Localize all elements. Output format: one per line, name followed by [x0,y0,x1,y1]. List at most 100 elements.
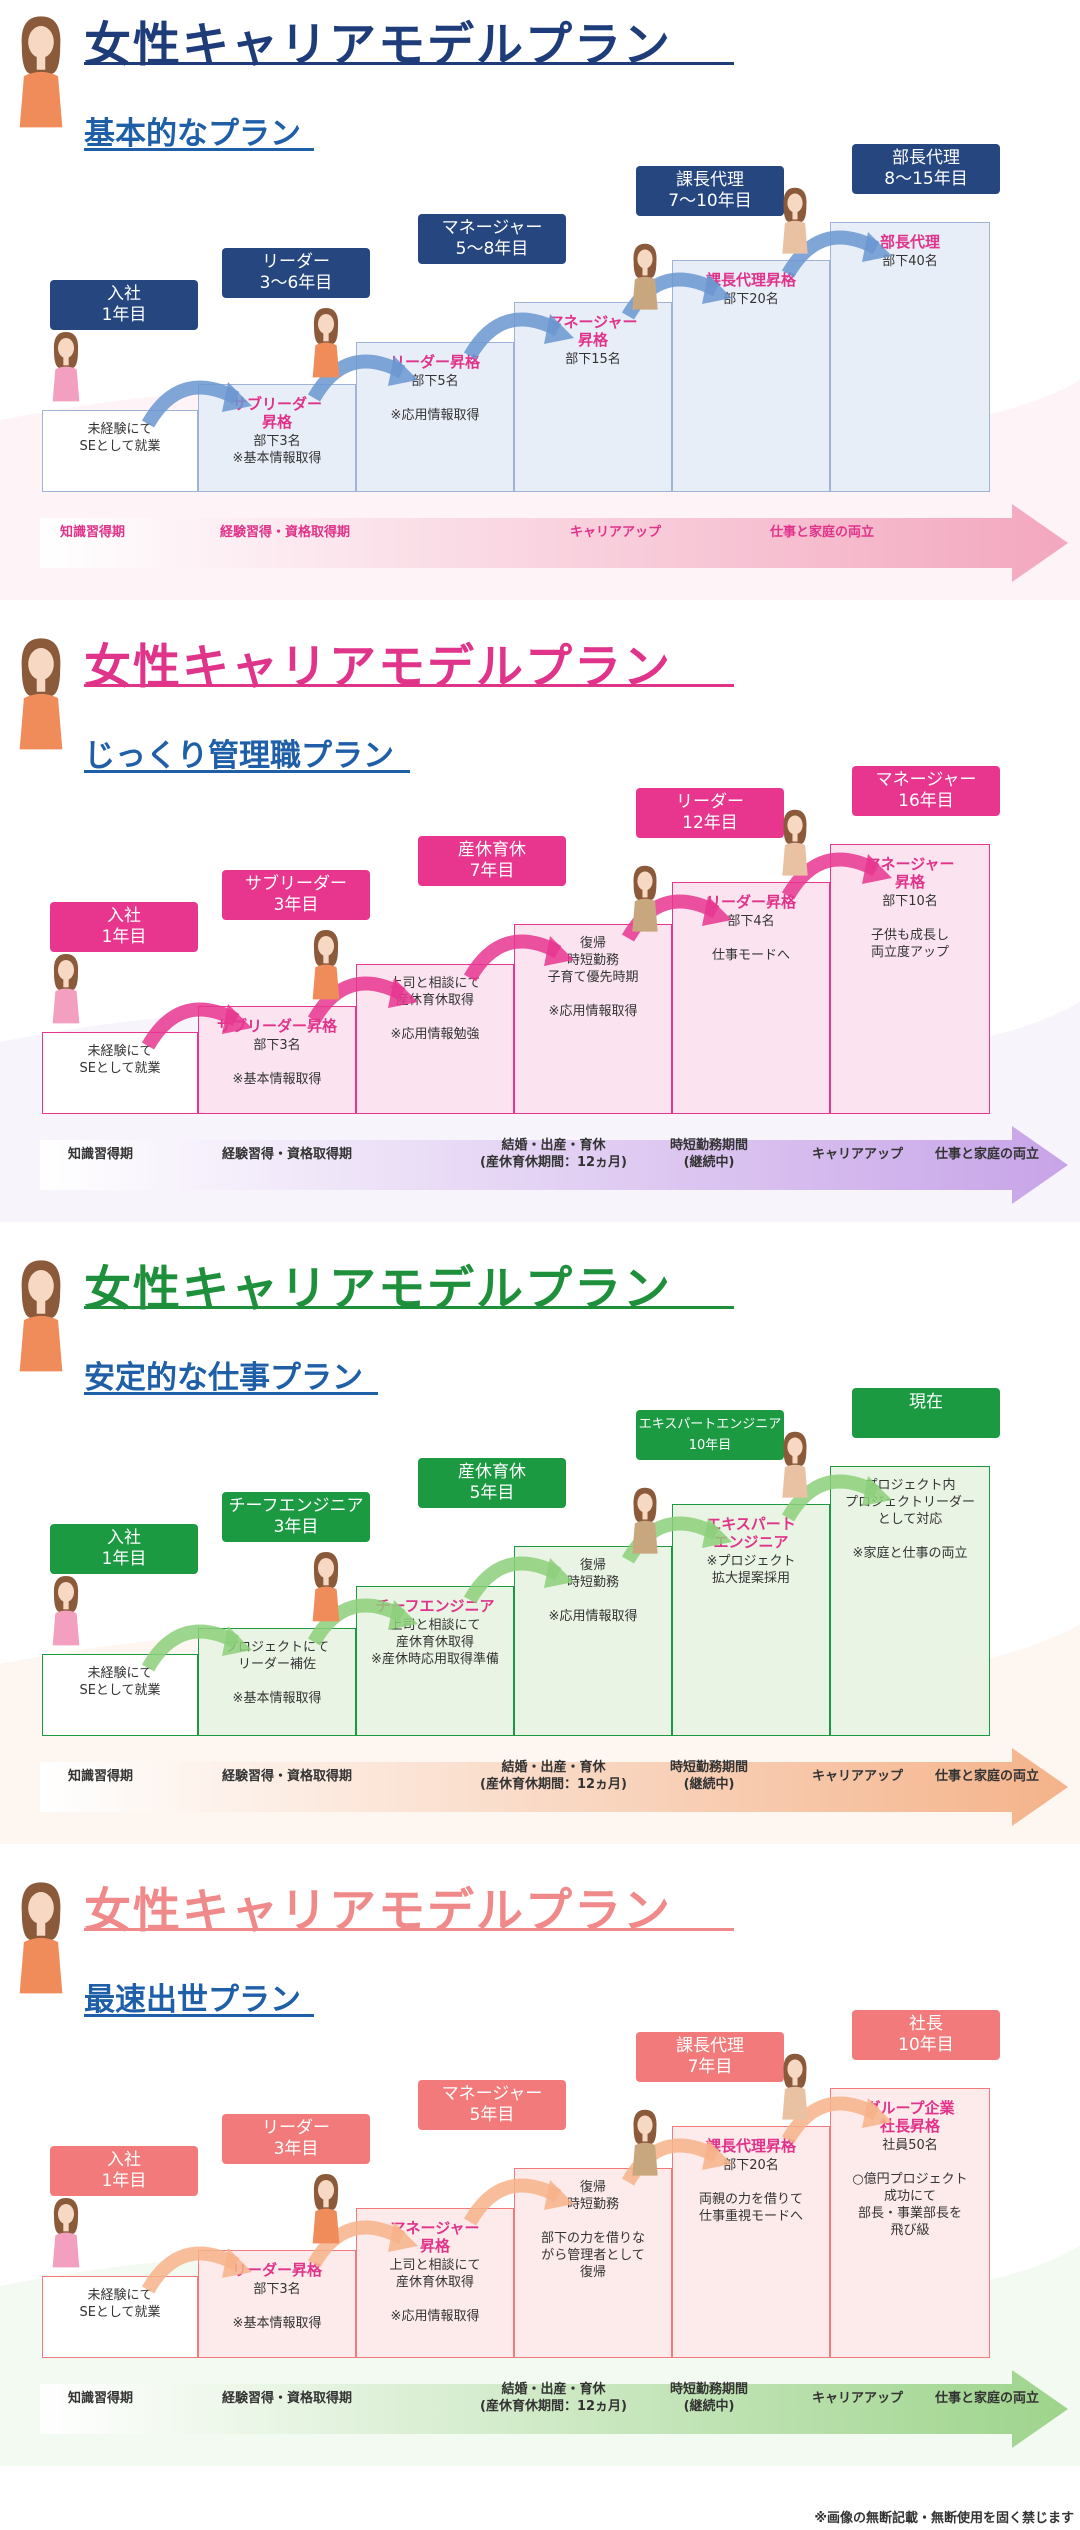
milestone-label: 課長代理 7年目 [636,2032,784,2082]
woman-figure-icon [782,187,808,254]
woman-illustration-icon [19,1882,63,1994]
career-step: 未経験にて SEとして就業 [42,2276,198,2358]
step-heading: マネージャー 昇格 [390,2219,480,2255]
career-step: エキスパート エンジニア※プロジェクト 拡大提案採用 [672,1504,830,1736]
progress-arc-icon [141,1624,252,1672]
milestone-label: チーフエンジニア 3年目 [222,1492,370,1542]
timeline-phase: 経験習得・資格取得期 [220,525,351,540]
woman-figure-icon [52,1576,80,1646]
step-detail: 復帰 時短勤務 部下の力を借りな がら管理者として 復帰 [540,2180,645,2280]
progress-arc-icon [141,380,252,428]
milestone-label: 産休育休 7年目 [418,836,566,886]
plan-panel: 女性キャリアモデルプランじっくり管理職プラン未経験にて SEとして就業サブリーダ… [0,622,1080,1222]
timeline-phase: 知識習得期 [68,1147,134,1162]
step-heading: サブリーダー昇格 [216,1017,337,1035]
woman-figure-icon [312,930,340,1000]
step-detail: 未経験にて SEとして就業 [79,1044,161,1076]
woman-illustration-icon [19,638,63,750]
step-heading: グループ企業 社長昇格 [865,2099,955,2135]
step-detail: 部下3名 ※基本情報取得 [232,2282,322,2331]
milestone-label: マネージャー 5～8年目 [418,214,566,264]
timeline-phase: キャリアアップ [812,2391,904,2406]
step-heading: リーダー昇格 [389,353,480,371]
woman-at-desk-icon [632,865,658,932]
step-heading: チーフエンジニア [375,1597,495,1615]
step-detail: 部下20名 両親の力を借りて 仕事重視モードへ [698,2158,803,2224]
step-detail: 部下5名 ※応用情報取得 [390,374,480,423]
timeline-phase: 仕事と家庭の両立 [770,525,875,540]
progress-arc-icon [781,230,892,278]
timeline-phase: 知識習得期 [68,1769,134,1784]
timeline-phase: 時短勤務期間 (継続中) [670,1138,749,1170]
step-detail: 部下15名 [565,352,621,367]
progress-arc-icon [463,312,574,360]
progress-arc-icon [141,1002,252,1050]
step-detail: 部下20名 [723,292,779,307]
woman-figure-icon [782,1431,808,1498]
step-detail: 未経験にて SEとして就業 [79,422,161,454]
timeline-phase: 経験習得・資格取得期 [222,2391,353,2406]
career-step: 復帰 時短勤務 ※応用情報取得 [514,1546,672,1736]
step-detail: 部下3名 ※基本情報取得 [232,1038,322,1087]
step-detail: 部下40名 [882,254,938,269]
timeline-phase: 仕事と家庭の両立 [935,2391,1040,2406]
step-detail: 未経験にて SEとして就業 [79,1666,161,1698]
plan-panel: 女性キャリアモデルプラン安定的な仕事プラン未経験にて SEとして就業プロジェクト… [0,1244,1080,1844]
woman-at-desk-icon [632,2109,658,2176]
step-detail: 上司と相談にて 産休育休取得 ※応用情報取得 [389,2258,481,2324]
step-heading: サブリーダー 昇格 [231,395,322,431]
milestone-label: 入社 1年目 [50,280,198,330]
career-step: 未経験にて SEとして就業 [42,1654,198,1736]
timeline-phase: 経験習得・資格取得期 [222,1769,353,1784]
woman-figure-icon [782,2053,808,2120]
progress-arc-icon [307,976,418,1024]
woman-figure-icon [52,332,80,402]
career-step: マネージャー 昇格部下15名 [514,302,672,492]
progress-arc-icon [781,2096,892,2144]
milestone-label: リーダー 12年目 [636,788,784,838]
milestone-label: マネージャー 16年目 [852,766,1000,816]
plan-subtitle: じっくり管理職プラン [84,738,394,774]
career-step: グループ企業 社長昇格社員50名 ○億円プロジェクト 成功にて 部長・事業部長を… [830,2088,990,2358]
progress-arc-icon [141,2246,252,2294]
plan-subtitle: 安定的な仕事プラン [84,1360,363,1396]
step-detail: 部下4名 仕事モードへ [711,914,790,963]
copyright-notice: ※画像の無断記載・無断使用を固く禁じます [814,2511,1074,2526]
step-heading: 課長代理昇格 [705,2137,796,2155]
milestone-label: マネージャー 5年目 [418,2080,566,2130]
title-underline [84,62,734,65]
progress-arc-icon [307,2220,418,2268]
title-underline [84,1928,734,1931]
plan-subtitle: 最速出世プラン [84,1982,301,2018]
timeline-phase: キャリアアップ [812,1147,904,1162]
progress-arc-icon [463,934,574,982]
timeline-phase: キャリアアップ [570,525,662,540]
timeline-phase: 結婚・出産・育休 (産休育休期間：12ヵ月) [480,2382,627,2414]
timeline-arrow [40,2370,1068,2448]
milestone-label: 部長代理 8～15年目 [852,144,1000,194]
step-detail: 部下10名 子供も成長し 両立度アップ [870,894,949,960]
milestone-label: サブリーダー 3年目 [222,870,370,920]
milestone-label: 課長代理 7～10年目 [636,166,784,216]
progress-arc-icon [781,1474,892,1522]
step-detail: 上司と相談にて 産休育休取得 ※応用情報勉強 [389,976,481,1042]
step-heading: リーダー昇格 [231,2261,322,2279]
woman-at-desk-icon [632,243,658,310]
career-step: 未経験にて SEとして就業 [42,410,198,492]
milestone-label: リーダー 3年目 [222,2114,370,2164]
plan-subtitle: 基本的なプラン [84,116,301,152]
title-underline [84,684,734,687]
timeline-phase: 仕事と家庭の両立 [935,1769,1040,1784]
woman-figure-icon [312,1552,340,1622]
step-detail: 社員50名 ○億円プロジェクト 成功にて 部長・事業部長を 飛び級 [852,2138,968,2238]
career-step: 復帰 時短勤務 部下の力を借りな がら管理者として 復帰 [514,2168,672,2358]
woman-illustration-icon [19,16,63,128]
milestone-label: リーダー 3～6年目 [222,248,370,298]
timeline-phase: 知識習得期 [68,2391,134,2406]
subtitle-underline [84,1392,378,1395]
milestone-label: 社長 10年目 [852,2010,1000,2060]
step-heading: エキスパート エンジニア [706,1515,796,1551]
step-detail: ※プロジェクト 拡大提案採用 [706,1554,796,1586]
step-detail: 部下3名 ※基本情報取得 [232,434,322,466]
timeline-arrow [40,1126,1068,1204]
